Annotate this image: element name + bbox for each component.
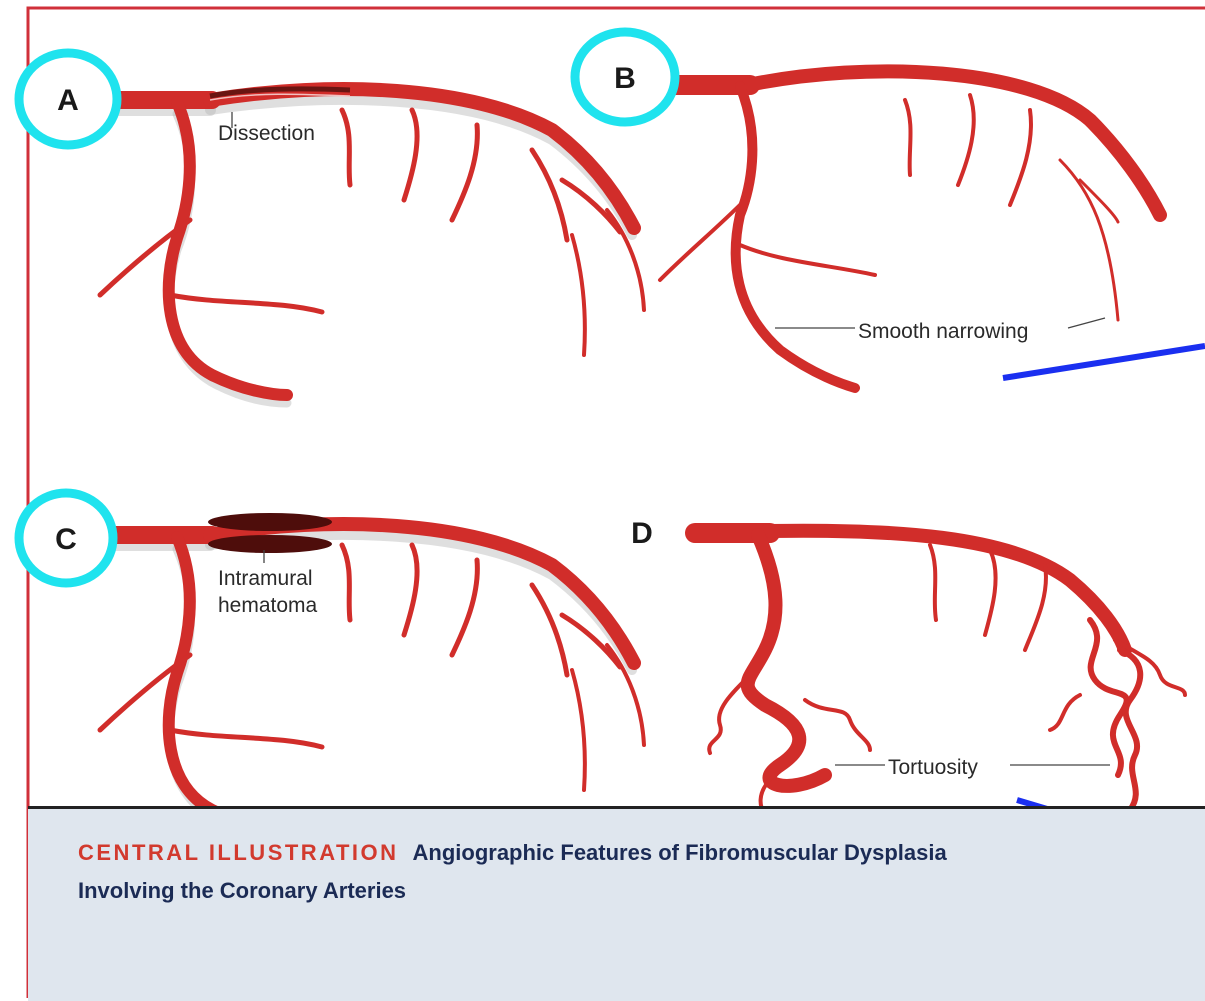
pointer-line-top — [1003, 346, 1205, 378]
panel-letter-b: B — [614, 62, 636, 95]
artery-tree-a — [100, 89, 644, 403]
annotation-dissection: Dissection — [218, 122, 315, 145]
panel-letter-a: A — [57, 84, 79, 117]
caption-title-line-2: Involving the Coronary Arteries — [78, 872, 1178, 910]
panel-label-a: A — [19, 53, 117, 145]
panel-label-c: C — [19, 493, 113, 583]
panel-letter-c: C — [55, 523, 77, 556]
annotation-smooth-narrowing: Smooth narrowing — [858, 320, 1028, 343]
panel-letter-d: D — [631, 517, 653, 550]
artery-tree-c — [100, 524, 644, 838]
panel-a — [100, 89, 644, 403]
annotation-tortuosity: Tortuosity — [888, 756, 978, 779]
caption-kicker: CENTRAL ILLUSTRATION — [78, 840, 399, 865]
hematoma-lower — [208, 535, 332, 553]
figure-caption: CENTRAL ILLUSTRATION Angiographic Feature… — [78, 834, 1178, 910]
panel-label-b: B — [575, 32, 675, 122]
annotation-hematoma: hematoma — [218, 594, 318, 617]
caption-title-line-1: Angiographic Features of Fibromuscular D… — [413, 840, 947, 865]
panel-c — [100, 513, 644, 838]
narrowing-leader-right — [1068, 318, 1105, 328]
hematoma-upper — [208, 513, 332, 531]
caption-line-1: CENTRAL ILLUSTRATION Angiographic Feature… — [78, 834, 1178, 872]
annotation-intramural: Intramural — [218, 567, 313, 590]
